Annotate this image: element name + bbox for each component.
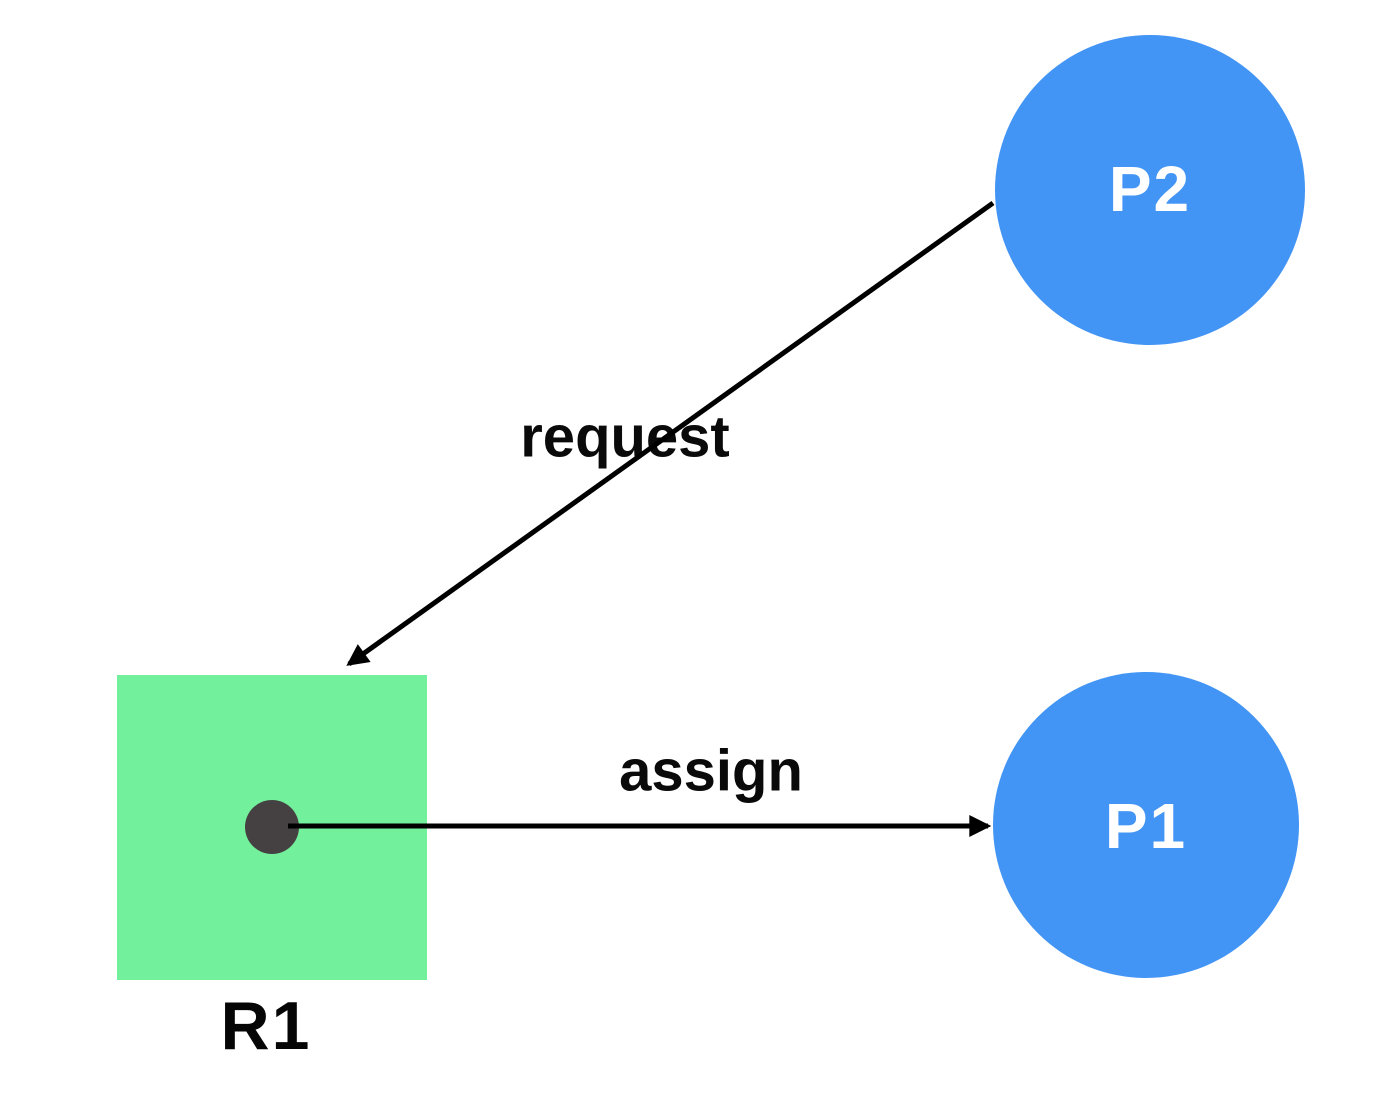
node-label-p2: P2 (1109, 153, 1191, 225)
process-node-p1 (993, 672, 1299, 978)
resource-instance-dot (245, 800, 299, 854)
node-label-r1: R1 (221, 988, 312, 1064)
node-label-p1: P1 (1105, 790, 1187, 862)
process-node-p2 (995, 35, 1305, 345)
request-edge (346, 200, 995, 667)
assign-edge-label: assign (619, 739, 803, 804)
